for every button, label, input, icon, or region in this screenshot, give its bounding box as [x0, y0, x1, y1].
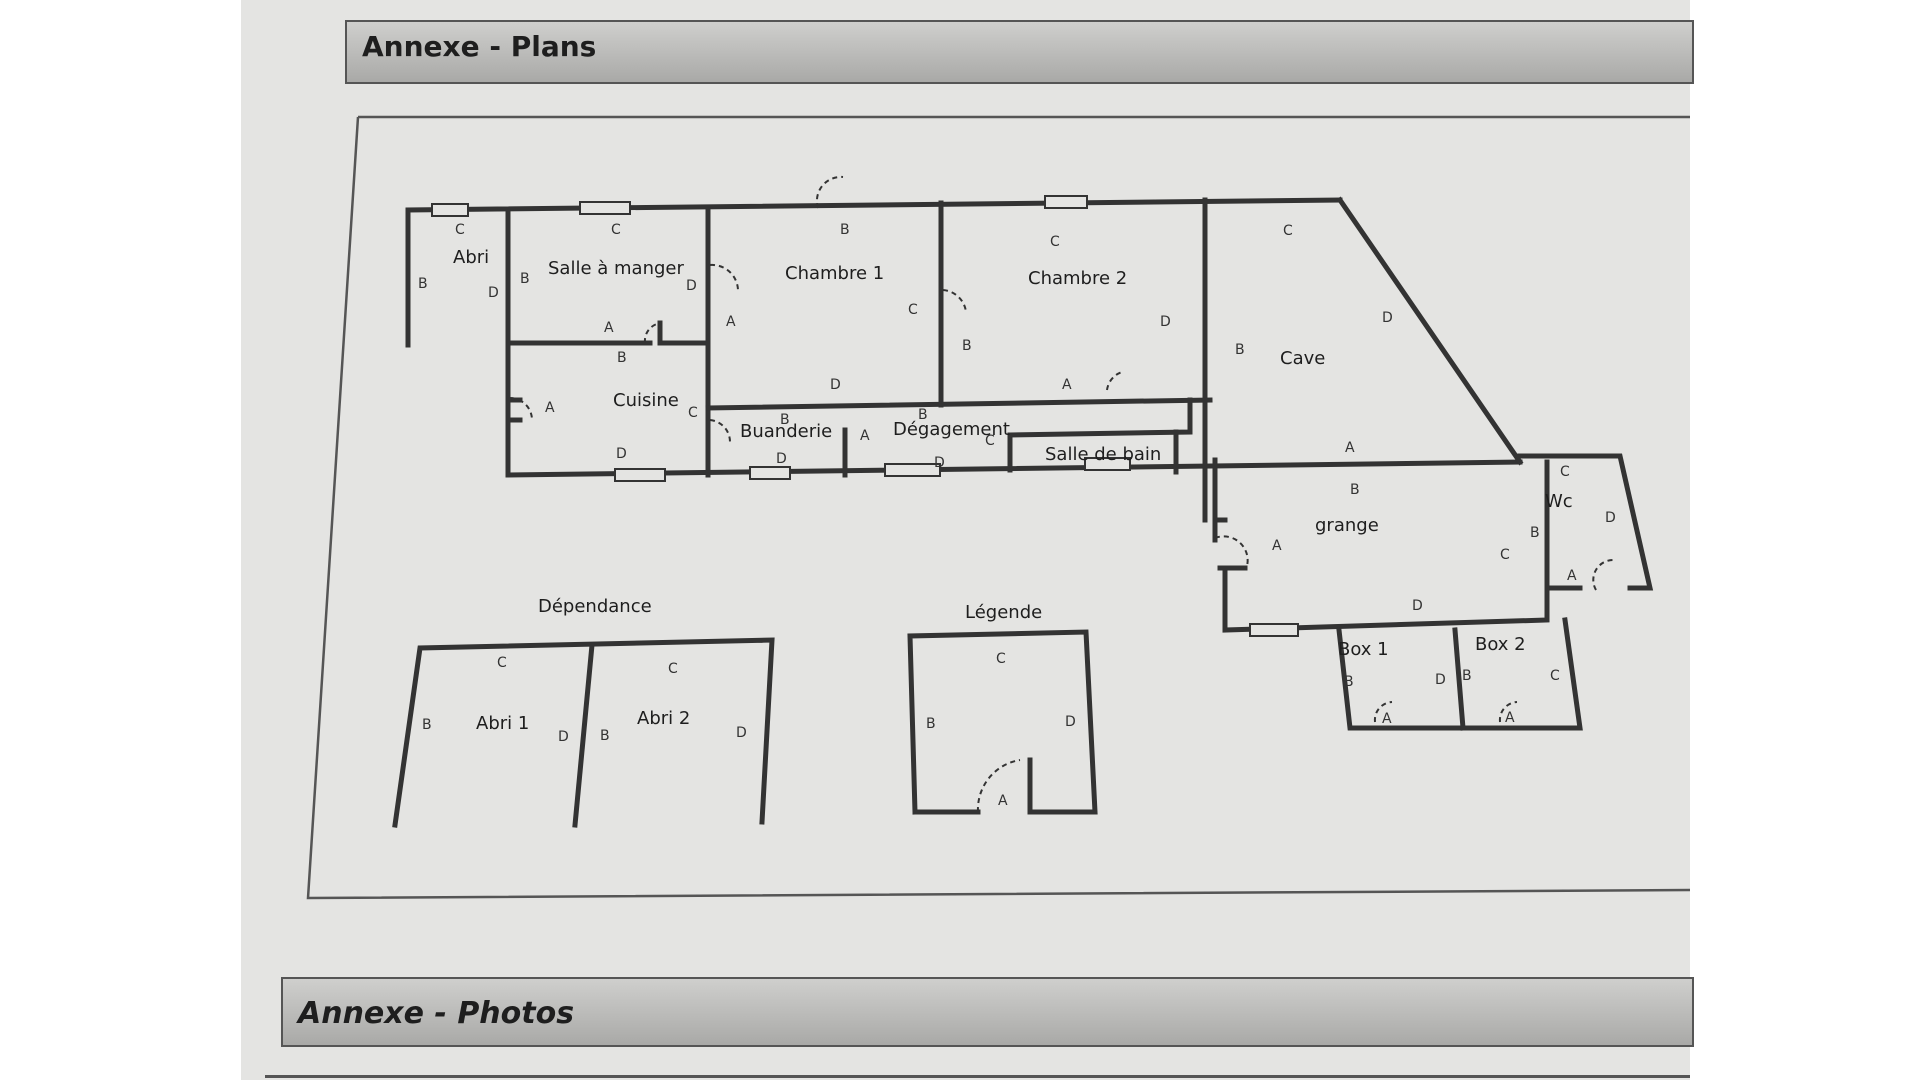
- svg-text:C: C: [668, 661, 678, 677]
- page-divider: [265, 1075, 1690, 1078]
- svg-text:D: D: [1382, 310, 1393, 326]
- room-label-wc: Wc: [1545, 491, 1573, 512]
- svg-text:C: C: [497, 655, 507, 671]
- dependance-walls: [392, 637, 775, 828]
- section-title-plans: Annexe - Plans: [362, 30, 597, 63]
- svg-text:A: A: [860, 428, 870, 444]
- room-label-degagement: Dégagement: [893, 419, 1010, 440]
- svg-text:C: C: [1560, 464, 1570, 480]
- plan-frame: [306, 115, 1691, 900]
- svg-text:C: C: [611, 222, 621, 238]
- svg-text:D: D: [736, 725, 747, 741]
- svg-text:A: A: [1345, 440, 1355, 456]
- room-label-abri-2: Abri 2: [637, 708, 690, 729]
- legende-letter-c: C: [996, 651, 1006, 667]
- section-header-photos: [281, 977, 1694, 1047]
- svg-text:A: A: [1505, 710, 1515, 726]
- legende-letter-d: D: [1065, 714, 1076, 730]
- svg-text:D: D: [1160, 314, 1171, 330]
- svg-text:D: D: [934, 455, 945, 471]
- svg-text:D: D: [776, 451, 787, 467]
- svg-text:B: B: [840, 222, 850, 238]
- section-header-plans: [345, 20, 1694, 84]
- svg-text:D: D: [1435, 672, 1446, 688]
- svg-text:B: B: [918, 407, 928, 423]
- svg-text:D: D: [1605, 510, 1616, 526]
- room-label-grange: grange: [1315, 515, 1379, 536]
- svg-text:B: B: [1462, 668, 1472, 684]
- svg-text:B: B: [1530, 525, 1540, 541]
- legende-letter-a: A: [998, 793, 1008, 809]
- room-label-cave: Cave: [1280, 348, 1325, 369]
- room-label-salle-de-bain: Salle de bain: [1045, 444, 1161, 465]
- legende-title: Légende: [965, 602, 1042, 623]
- legende-walls: [907, 629, 1098, 815]
- svg-text:B: B: [962, 338, 972, 354]
- svg-text:C: C: [1283, 223, 1293, 239]
- room-label-abri-1: Abri 1: [476, 713, 529, 734]
- document-page: [241, 0, 1690, 1080]
- svg-text:B: B: [1350, 482, 1360, 498]
- svg-text:D: D: [1412, 598, 1423, 614]
- svg-text:A: A: [1062, 377, 1072, 393]
- wall-letters: C B D C B D A B B A C D C B D A C B D A …: [418, 222, 1616, 745]
- svg-text:C: C: [455, 222, 465, 238]
- room-label-abri: Abri: [453, 247, 489, 268]
- svg-text:A: A: [1567, 568, 1577, 584]
- svg-text:C: C: [1500, 547, 1510, 563]
- svg-text:A: A: [1382, 711, 1392, 727]
- svg-text:B: B: [422, 717, 432, 733]
- windows: [431, 195, 1299, 637]
- svg-text:B: B: [617, 350, 627, 366]
- svg-text:B: B: [600, 728, 610, 744]
- svg-text:C: C: [1550, 668, 1560, 684]
- svg-text:A: A: [726, 314, 736, 330]
- svg-text:D: D: [830, 377, 841, 393]
- svg-text:A: A: [604, 320, 614, 336]
- svg-text:C: C: [908, 302, 918, 318]
- room-label-chambre-1: Chambre 1: [785, 263, 884, 284]
- section-title-photos: Annexe - Photos: [298, 996, 575, 1031]
- svg-text:B: B: [520, 271, 530, 287]
- svg-text:C: C: [1050, 234, 1060, 250]
- dependance-title: Dépendance: [538, 596, 652, 617]
- svg-text:B: B: [1344, 674, 1354, 690]
- room-label-box-1: Box 1: [1338, 639, 1389, 660]
- svg-text:D: D: [488, 285, 499, 301]
- legende-letter-b: B: [926, 716, 936, 732]
- room-label-cuisine: Cuisine: [613, 390, 679, 411]
- svg-text:C: C: [985, 433, 995, 449]
- svg-text:D: D: [686, 278, 697, 294]
- annex-walls: [1212, 453, 1654, 731]
- room-label-box-2: Box 2: [1475, 634, 1526, 655]
- room-label-buanderie: Buanderie: [740, 421, 832, 442]
- svg-text:D: D: [558, 729, 569, 745]
- svg-text:A: A: [545, 400, 555, 416]
- dependance-divider: [572, 642, 595, 828]
- svg-text:D: D: [616, 446, 627, 462]
- room-label-chambre-2: Chambre 2: [1028, 268, 1127, 289]
- svg-text:C: C: [688, 405, 698, 421]
- svg-text:B: B: [1235, 342, 1245, 358]
- svg-text:B: B: [780, 412, 790, 428]
- svg-text:B: B: [418, 276, 428, 292]
- main-house-walls: [405, 196, 1524, 523]
- door-swings: [509, 175, 1616, 813]
- svg-text:A: A: [1272, 538, 1282, 554]
- room-label-salle-a-manger: Salle à manger: [548, 258, 684, 279]
